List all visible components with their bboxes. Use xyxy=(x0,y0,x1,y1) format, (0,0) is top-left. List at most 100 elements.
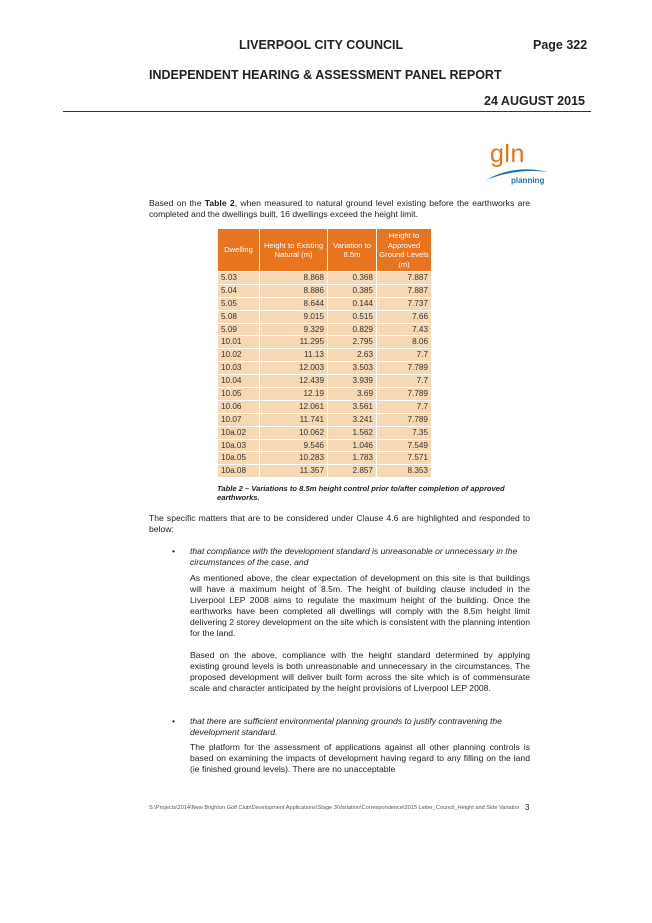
dwelling-cell: 10.03 xyxy=(217,361,260,376)
height-existing-cell: 9.015 xyxy=(259,309,328,324)
dwelling-cell: 10.07 xyxy=(217,412,260,427)
height-existing-cell: 11.13 xyxy=(259,348,328,363)
response-paragraph: The platform for the assessment of appli… xyxy=(190,742,530,774)
dwelling-cell: 10a.03 xyxy=(217,438,260,453)
dwelling-cell: 10.02 xyxy=(217,348,260,363)
variation-cell: 3.561 xyxy=(327,399,377,414)
height-approved-cell: 7.35 xyxy=(376,425,432,440)
bullet-heading-grounds: that there are sufficient environmental … xyxy=(190,716,502,737)
variation-cell: 0.385 xyxy=(327,283,377,298)
height-existing-cell: 11.295 xyxy=(259,335,328,350)
variation-cell: 3.503 xyxy=(327,361,377,376)
intro-table-ref: Table 2 xyxy=(204,198,235,208)
dwelling-cell: 5.09 xyxy=(217,322,260,337)
response-paragraph: As mentioned above, the clear expectatio… xyxy=(190,573,530,638)
dwelling-cell: 5.05 xyxy=(217,296,260,311)
variation-cell: 3.939 xyxy=(327,374,377,389)
height-approved-cell: 7.66 xyxy=(376,309,432,324)
dwelling-cell: 10.05 xyxy=(217,387,260,401)
intro-text-before: Based on the xyxy=(149,198,205,208)
height-existing-cell: 10.062 xyxy=(259,425,328,440)
table-caption: Table 2 – Variations to 8.5m height cont… xyxy=(217,484,505,502)
height-approved-cell: 7.737 xyxy=(376,296,432,311)
height-existing-cell: 12.19 xyxy=(259,387,328,401)
height-existing-cell: 12.003 xyxy=(259,361,328,376)
height-existing-cell: 10.283 xyxy=(259,451,328,466)
dwelling-cell: 10.01 xyxy=(217,335,260,350)
height-approved-cell: 7.887 xyxy=(376,283,432,298)
dwelling-cell: 5.08 xyxy=(217,309,260,324)
height-existing-cell: 8.868 xyxy=(259,271,328,285)
variation-cell: 2.63 xyxy=(327,348,377,363)
col-header-dwelling: Dwelling xyxy=(217,228,260,272)
footer-file-path: S:\Projects\2014\New Brighton Golf Club\… xyxy=(149,805,519,811)
variation-cell: 1.046 xyxy=(327,438,377,453)
report-title: INDEPENDENT HEARING & ASSESSMENT PANEL R… xyxy=(149,68,502,82)
col-header-variation: Variation to 8.5m xyxy=(327,228,377,272)
bullet-marker: • xyxy=(172,546,176,556)
page-number: Page 322 xyxy=(533,38,588,52)
height-approved-cell: 8.353 xyxy=(376,464,432,479)
height-existing-cell: 11.357 xyxy=(259,464,328,479)
dwelling-cell: 5.04 xyxy=(217,283,260,298)
dwelling-cell: 10.04 xyxy=(217,374,260,389)
dwelling-cell: 5.03 xyxy=(217,271,260,285)
logo-sub-text: planning xyxy=(511,176,545,185)
height-existing-cell: 11.741 xyxy=(259,412,328,427)
intro-text-after: , when measured to natural ground level … xyxy=(149,198,530,219)
council-name: LIVERPOOL CITY COUNCIL xyxy=(239,38,404,52)
variation-cell: 0.829 xyxy=(327,322,377,337)
response-paragraph: Based on the above, compliance with the … xyxy=(190,650,530,693)
height-variation-table: Dwelling Height to Existing Natural (m) … xyxy=(217,228,432,479)
dwelling-cell: 10a.02 xyxy=(217,425,260,440)
dwelling-cell: 10.06 xyxy=(217,399,260,414)
logo-main-text: gln xyxy=(490,140,525,168)
variation-cell: 3.69 xyxy=(327,387,377,401)
height-existing-cell: 12.061 xyxy=(259,399,328,414)
variation-cell: 1.562 xyxy=(327,425,377,440)
dwelling-cell: 10a.05 xyxy=(217,451,260,466)
height-approved-cell: 7.789 xyxy=(376,412,432,427)
footer-page-number: 3 xyxy=(525,803,530,812)
height-approved-cell: 7.549 xyxy=(376,438,432,453)
logo-swoosh-icon xyxy=(486,169,548,180)
height-approved-cell: 7.789 xyxy=(376,387,432,401)
report-date: 24 AUGUST 2015 xyxy=(484,94,585,108)
height-existing-cell: 12.439 xyxy=(259,374,328,389)
height-approved-cell: 7.7 xyxy=(376,348,432,363)
intro-paragraph: Based on the Table 2, when measured to n… xyxy=(149,198,530,220)
height-existing-cell: 8.886 xyxy=(259,283,328,298)
variation-cell: 1.783 xyxy=(327,451,377,466)
height-approved-cell: 7.789 xyxy=(376,361,432,376)
specific-matters-paragraph: The specific matters that are to be cons… xyxy=(149,513,530,534)
col-header-height-approved: Height to Approved Ground Levels (m) xyxy=(376,228,432,272)
dwelling-cell: 10a.08 xyxy=(217,464,260,479)
variation-cell: 0.515 xyxy=(327,309,377,324)
height-approved-cell: 7.7 xyxy=(376,374,432,389)
gln-planning-logo: gln planning xyxy=(486,140,548,188)
variation-cell: 2.857 xyxy=(327,464,377,479)
header-divider xyxy=(63,111,591,112)
bullet-heading-unreasonable: that compliance with the development sta… xyxy=(190,546,518,567)
height-existing-cell: 9.546 xyxy=(259,438,328,453)
height-approved-cell: 7.571 xyxy=(376,451,432,466)
height-approved-cell: 8.06 xyxy=(376,335,432,350)
variation-cell: 0.144 xyxy=(327,296,377,311)
bullet-marker: • xyxy=(172,716,176,726)
